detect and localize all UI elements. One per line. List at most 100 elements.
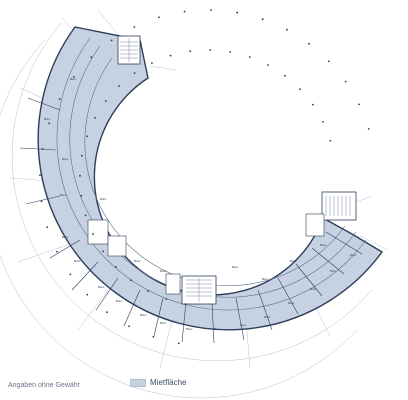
legend: Mietfläche — [130, 378, 186, 387]
room-label: Büro — [160, 269, 167, 273]
room-label: Büro — [310, 287, 317, 291]
column-dot — [165, 298, 168, 300]
partition — [257, 289, 273, 331]
column-dot — [327, 60, 330, 63]
column-dot — [236, 11, 239, 14]
column-dot — [46, 226, 49, 229]
room-label: Büro — [62, 157, 69, 161]
partition — [235, 297, 245, 341]
room-label: Büro — [62, 235, 69, 239]
column-dot — [284, 74, 286, 77]
column-dot — [90, 56, 93, 59]
column-dot — [104, 100, 107, 102]
legend-swatch — [130, 378, 146, 387]
column-dot — [128, 325, 131, 328]
room-label: Büro — [44, 117, 51, 121]
column-dot — [130, 279, 132, 282]
column-dot — [169, 54, 172, 57]
outer-guide-arc — [11, 21, 373, 362]
column-dot — [133, 72, 136, 74]
corridor-arc-outer — [56, 37, 367, 311]
column-dot — [92, 233, 94, 236]
room-label: Büro — [232, 265, 239, 269]
column-dot — [86, 293, 89, 296]
stair-core-bottom — [181, 275, 217, 305]
partition — [19, 147, 57, 151]
axis-line — [77, 289, 109, 331]
stair-steps — [120, 38, 138, 62]
column-dot — [299, 88, 301, 90]
column-dot — [94, 117, 96, 119]
column-dot — [58, 98, 61, 100]
column-dot — [183, 10, 186, 13]
column-dot — [322, 121, 324, 123]
core-right — [305, 213, 325, 237]
partition — [325, 231, 363, 255]
legend-label: Mietfläche — [150, 378, 187, 387]
room-label: Büro — [116, 299, 123, 303]
room-label: Büro — [70, 77, 77, 81]
stair-right — [321, 191, 357, 221]
column-dot — [286, 28, 288, 31]
partition — [181, 301, 187, 343]
room-label: Büro — [74, 259, 81, 263]
column-dot — [106, 311, 108, 314]
column-dot — [72, 76, 75, 78]
column-dot — [152, 335, 155, 338]
column-dot — [81, 154, 83, 157]
room-label: Büro — [186, 327, 193, 331]
room-label: Büro — [100, 197, 107, 201]
column-dot — [79, 174, 81, 177]
column-dot — [147, 290, 149, 292]
partition — [71, 261, 99, 291]
column-dot — [84, 214, 87, 217]
axis-line — [149, 65, 177, 71]
room-label: Büro — [320, 243, 327, 247]
partition — [295, 263, 323, 297]
column-dot — [39, 174, 41, 177]
axis-line — [17, 243, 71, 263]
column-dot — [261, 18, 264, 21]
corridor-lines — [56, 37, 367, 311]
column-dot — [329, 139, 332, 142]
column-dot — [158, 16, 160, 19]
partition — [95, 277, 119, 311]
room-label: Büro — [350, 253, 357, 257]
column-dot — [48, 122, 51, 125]
stair-core-top — [117, 35, 141, 65]
column-dot — [312, 103, 314, 106]
room-label: Büro — [262, 277, 269, 281]
column-dot — [102, 250, 104, 253]
axis-line — [159, 319, 173, 369]
column-dot — [210, 9, 212, 11]
column-dot — [110, 39, 113, 42]
corridor-arc-mid — [69, 45, 357, 298]
stair-core-right — [321, 191, 357, 221]
column-dot — [229, 51, 232, 53]
column-dot — [209, 49, 212, 51]
partition — [27, 97, 61, 111]
room-label: Büro — [330, 269, 337, 273]
core-left-2 — [107, 235, 127, 257]
room-partitions — [19, 97, 363, 344]
column-dot — [308, 42, 310, 45]
room-label: Büro — [214, 327, 221, 331]
room-label: Büro — [98, 285, 105, 289]
column-dot — [151, 62, 153, 64]
column-dot — [358, 103, 360, 106]
column-dot — [367, 127, 370, 130]
columns — [39, 9, 370, 345]
partition — [311, 247, 345, 275]
column-dot — [69, 273, 72, 276]
room-label: Büro — [60, 193, 67, 197]
column-dot — [133, 26, 136, 28]
partition — [153, 297, 164, 337]
axis-line — [359, 235, 389, 251]
partition — [25, 195, 61, 205]
room-label: Büro — [240, 323, 247, 327]
stair-steps — [186, 278, 212, 302]
room-label: Büro — [134, 259, 141, 263]
column-dot — [184, 303, 187, 305]
service-cores — [87, 213, 325, 295]
